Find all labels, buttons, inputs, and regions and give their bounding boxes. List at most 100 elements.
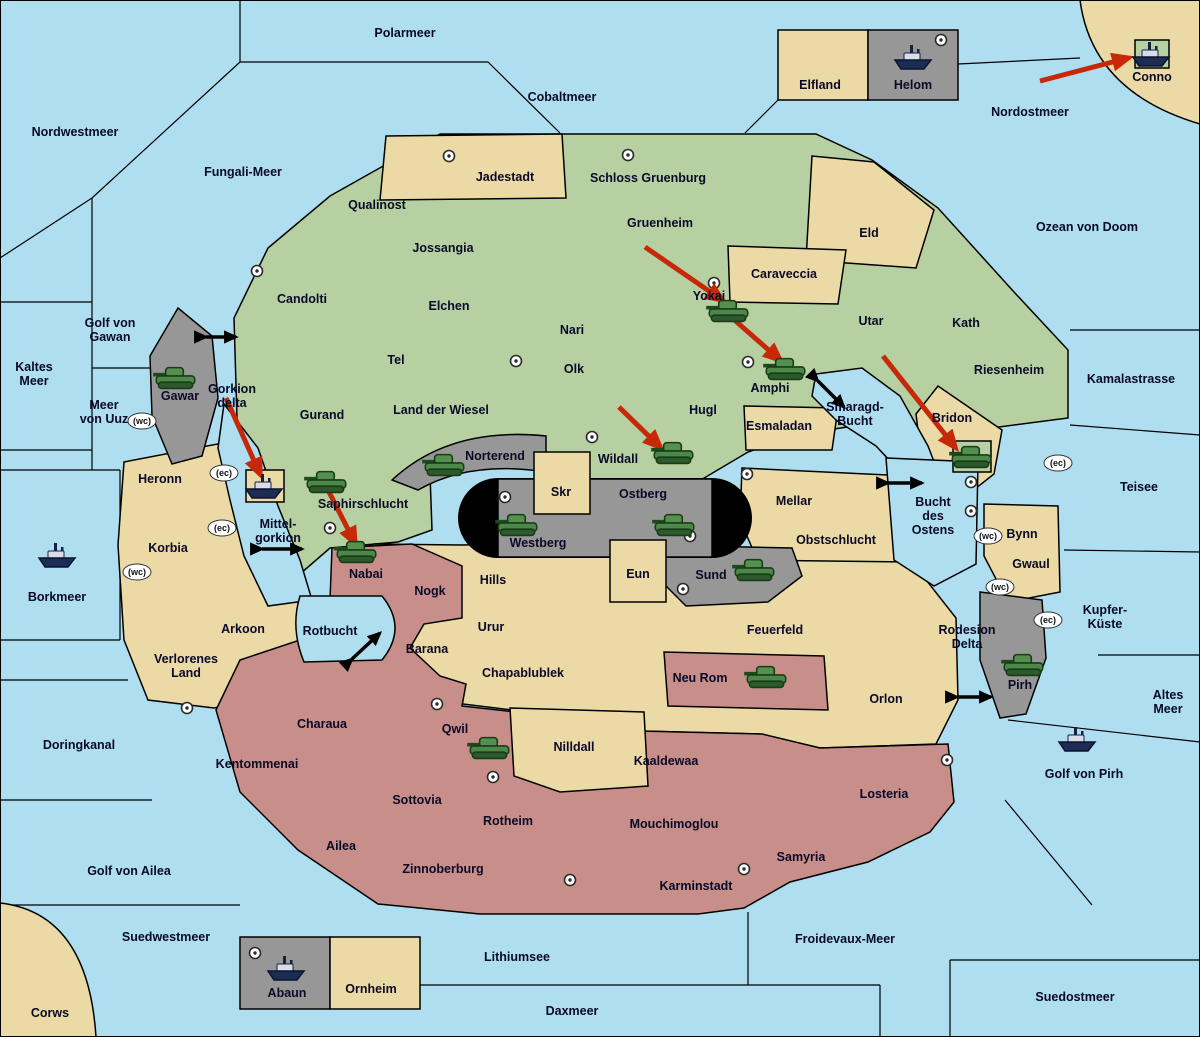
territory-label-saphirschlucht[interactable]: Saphirschlucht (317, 497, 409, 511)
territory-label-olk[interactable]: Olk (563, 362, 585, 376)
territory-label-corws[interactable]: Corws (30, 1006, 70, 1020)
territory-label-abaun[interactable]: Abaun (267, 986, 307, 1000)
territory-label-esmaladan[interactable]: Esmaladan (745, 419, 813, 433)
territory-label-schloss-gruenburg[interactable]: Schloss Gruenburg (590, 171, 706, 185)
territory-label-skr[interactable]: Skr (550, 485, 572, 499)
territory-label-pirh[interactable]: Pirh (1007, 678, 1033, 692)
territory-label-feuerfeld[interactable]: Feuerfeld (746, 623, 804, 637)
territory-label-obstschlucht[interactable]: Obstschlucht (796, 533, 876, 547)
territory-label-mouchimoglou[interactable]: Mouchimoglou (629, 817, 719, 831)
territory-label-eun[interactable]: Eun (626, 567, 650, 581)
territory-label-utar[interactable]: Utar (858, 314, 884, 328)
territory-label-nari[interactable]: Nari (559, 323, 585, 337)
sea-label-rotbucht[interactable]: Rotbucht (302, 624, 358, 638)
territory-label-kentommenai[interactable]: Kentommenai (215, 757, 299, 771)
territory-label-kaaldewaa[interactable]: Kaaldewaa (633, 754, 699, 768)
territory-label-barana[interactable]: Barana (405, 642, 449, 656)
territory-label-qwil[interactable]: Qwil (441, 722, 469, 736)
territory-label-candolti[interactable]: Candolti (277, 292, 327, 306)
territory-label-chapablublek[interactable]: Chapablublek (482, 666, 564, 680)
sea-label-kupfer-küste[interactable]: Kupfer- Küste (1082, 603, 1128, 631)
territory-label-caraveccia[interactable]: Caraveccia (750, 267, 818, 281)
region-jadestadt[interactable] (379, 133, 567, 201)
territory-label-norterend[interactable]: Norterend (465, 449, 525, 463)
region-corws-corner[interactable] (0, 902, 97, 1037)
territory-label-yokai[interactable]: Yokai (692, 289, 726, 303)
sea-label-lithiumsee[interactable]: Lithiumsee (484, 950, 550, 964)
territory-label-bynn[interactable]: Bynn (1006, 527, 1038, 541)
territory-label-gawar[interactable]: Gawar (160, 389, 200, 403)
territory-label-ostberg[interactable]: Ostberg (619, 487, 667, 501)
sea-label-borkmeer[interactable]: Borkmeer (27, 590, 87, 604)
territory-label-heronn[interactable]: Heronn (138, 472, 182, 486)
territory-label-nabai[interactable]: Nabai (348, 567, 384, 581)
territory-label-qualinost[interactable]: Qualinost (348, 198, 406, 212)
territory-label-losteria[interactable]: Losteria (859, 787, 909, 801)
sea-label-kaltes-meer[interactable]: Kaltes Meer (15, 360, 53, 388)
sea-label-golf-von-pirh[interactable]: Golf von Pirh (1044, 767, 1124, 781)
region-skr[interactable] (533, 451, 591, 515)
territory-label-nogk[interactable]: Nogk (414, 584, 446, 598)
territory-label-charaua[interactable]: Charaua (296, 717, 348, 731)
territory-label-gruenheim[interactable]: Gruenheim (627, 216, 693, 230)
sea-label-smaragd-bucht[interactable]: Smaragd- Bucht (826, 400, 884, 428)
sea-label-doringkanal[interactable]: Doringkanal (42, 738, 116, 752)
territory-label-hugl[interactable]: Hugl (689, 403, 717, 417)
territory-label-neu-rom[interactable]: Neu Rom (672, 671, 728, 685)
sea-label-ozean-von-doom[interactable]: Ozean von Doom (1035, 220, 1139, 234)
territory-label-verlorenes-land[interactable]: Verlorenes Land (154, 652, 218, 680)
region-ornheim-box[interactable] (329, 936, 421, 1010)
sea-label-nordwestmeer[interactable]: Nordwestmeer (31, 125, 119, 139)
sea-label-fungali-meer[interactable]: Fungali-Meer (204, 165, 282, 179)
sea-label-nordostmeer[interactable]: Nordostmeer (991, 105, 1069, 119)
region-caraveccia[interactable] (727, 245, 847, 305)
territory-label-sund[interactable]: Sund (695, 568, 727, 582)
territory-label-jadestadt[interactable]: Jadestadt (475, 170, 535, 184)
territory-label-westberg[interactable]: Westberg (509, 536, 567, 550)
territory-label-bridon[interactable]: Bridon (931, 411, 973, 425)
region-neu-rom[interactable] (663, 651, 829, 711)
territory-label-rotheim[interactable]: Rotheim (483, 814, 533, 828)
territory-label-urur[interactable]: Urur (477, 620, 505, 634)
territory-label-land-der-wiesel[interactable]: Land der Wiesel (393, 403, 489, 417)
region-eun[interactable] (609, 539, 667, 603)
sea-label-teisee[interactable]: Teisee (1120, 480, 1158, 494)
territory-label-sottovia[interactable]: Sottovia (392, 793, 442, 807)
territory-label-samyria[interactable]: Samyria (776, 850, 826, 864)
sea-label-suedwestmeer[interactable]: Suedwestmeer (121, 930, 211, 944)
territory-label-nilldall[interactable]: Nilldall (553, 740, 595, 754)
sea-label-meer-von-uuz[interactable]: Meer von Uuz (79, 398, 129, 426)
sea-label-daxmeer[interactable]: Daxmeer (545, 1004, 599, 1018)
sea-label-polarmeer[interactable]: Polarmeer (374, 26, 436, 40)
sea-label-suedostmeer[interactable]: Suedostmeer (1035, 990, 1115, 1004)
territory-label-jossangia[interactable]: Jossangia (412, 241, 474, 255)
sea-label-mittel-gorkion[interactable]: Mittel- gorkion (255, 517, 301, 545)
territory-label-elfland[interactable]: Elfland (799, 78, 841, 92)
territory-label-ornheim[interactable]: Ornheim (345, 982, 397, 996)
territory-label-rodesion-delta[interactable]: Rodesion Delta (938, 623, 996, 651)
territory-label-mellar[interactable]: Mellar (775, 494, 813, 508)
sea-label-kamalastrasse[interactable]: Kamalastrasse (1086, 372, 1176, 386)
territory-label-gwaul[interactable]: Gwaul (1012, 557, 1050, 571)
territory-label-orlon[interactable]: Orlon (869, 692, 903, 706)
region-elfland-box[interactable] (777, 29, 869, 101)
sea-label-altes-meer[interactable]: Altes Meer (1152, 688, 1184, 716)
territory-label-gurand[interactable]: Gurand (299, 408, 345, 422)
territory-label-amphi[interactable]: Amphi (750, 381, 790, 395)
region-nilldall[interactable] (509, 707, 649, 793)
territory-label-eld[interactable]: Eld (859, 226, 879, 240)
territory-label-zinnoberburg[interactable]: Zinnoberburg (402, 862, 484, 876)
sea-label-froidevaux-meer[interactable]: Froidevaux-Meer (794, 932, 896, 946)
territory-label-helom[interactable]: Helom (893, 78, 933, 92)
sea-label-golf-von-ailea[interactable]: Golf von Ailea (87, 864, 171, 878)
territory-label-arkoon[interactable]: Arkoon (221, 622, 265, 636)
region-bynn-gwaul-arm[interactable] (983, 503, 1061, 603)
sea-label-golf-von-gawan[interactable]: Golf von Gawan (84, 316, 136, 344)
territory-label-wildall[interactable]: Wildall (597, 452, 639, 466)
region-pirh-delta[interactable] (979, 591, 1047, 719)
territory-label-tel[interactable]: Tel (387, 353, 405, 367)
sea-label-gorkion-delta[interactable]: Gorkion delta (208, 382, 256, 410)
territory-label-ailea[interactable]: Ailea (326, 839, 356, 853)
sea-label-cobaltmeer[interactable]: Cobaltmeer (527, 90, 597, 104)
territory-label-korbia[interactable]: Korbia (148, 541, 188, 555)
